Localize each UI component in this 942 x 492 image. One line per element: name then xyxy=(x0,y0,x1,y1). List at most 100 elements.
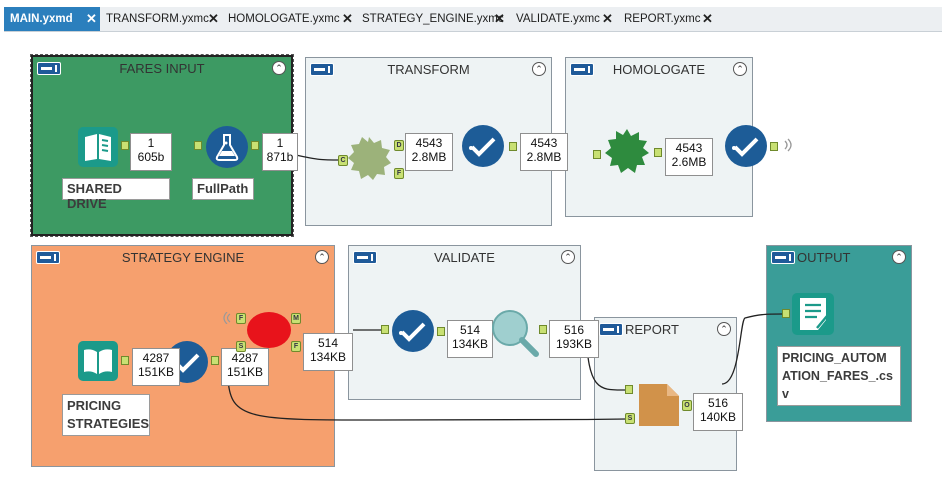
output-anchor-d[interactable]: D xyxy=(394,140,404,151)
label-line: PRICING_AUTOM xyxy=(782,351,887,365)
tab-main[interactable]: MAIN.yxmd ✕ xyxy=(4,7,100,31)
input-anchor[interactable]: C xyxy=(338,155,348,166)
tab-homologate[interactable]: HOMOLOGATE.yxmc ✕ xyxy=(222,7,356,31)
close-icon[interactable]: ✕ xyxy=(208,11,219,26)
collapse-icon[interactable]: ⌃ xyxy=(532,62,546,76)
record-count-box: 516 140KB xyxy=(693,393,743,431)
output-anchor-f[interactable]: F xyxy=(291,341,301,352)
input-data-book-icon[interactable] xyxy=(77,126,119,168)
output-anchor[interactable] xyxy=(509,142,517,151)
check-tool-icon[interactable] xyxy=(391,309,435,353)
tab-label: HOMOLOGATE.yxmc xyxy=(228,13,340,25)
close-icon[interactable]: ✕ xyxy=(602,11,613,26)
tab-label: STRATEGY_ENGINE.yxmc xyxy=(362,13,504,25)
container-header[interactable]: HOMOLOGATE ⌃ xyxy=(566,58,752,80)
collapse-icon[interactable]: ⌃ xyxy=(272,61,286,75)
record-size: 134KB xyxy=(451,337,489,351)
record-count: 4543 xyxy=(415,136,443,150)
record-count: 4543 xyxy=(675,141,703,155)
record-count-box: 516 193KB xyxy=(549,320,599,358)
check-tool-icon[interactable] xyxy=(724,124,768,168)
close-icon[interactable]: ✕ xyxy=(702,11,713,26)
input-anchor-s[interactable]: S xyxy=(625,413,635,424)
report-file-icon[interactable] xyxy=(637,382,681,428)
input-anchor[interactable] xyxy=(625,385,633,394)
tab-transform[interactable]: TRANSFORM.yxmc ✕ xyxy=(100,7,222,31)
output-data-file-icon[interactable] xyxy=(791,292,835,336)
input-anchor[interactable] xyxy=(593,150,601,159)
input-anchor[interactable] xyxy=(194,141,202,150)
container-header[interactable]: REPORT ⌃ xyxy=(595,318,736,340)
input-anchor-s[interactable]: S xyxy=(236,341,246,352)
record-size: 151KB xyxy=(226,365,264,379)
close-icon[interactable]: ✕ xyxy=(494,11,505,26)
record-size: 2.6MB xyxy=(671,155,707,169)
output-anchor[interactable] xyxy=(251,141,259,150)
container-toggle-icon[interactable] xyxy=(36,251,60,264)
directory-flask-icon[interactable] xyxy=(205,125,249,169)
container-header[interactable]: TRANSFORM ⌃ xyxy=(306,58,551,80)
close-icon[interactable]: ✕ xyxy=(342,11,353,26)
output-anchor[interactable] xyxy=(121,141,129,150)
tool-label-output-file: PRICING_AUTOM ATION_FARES_.cs v xyxy=(777,346,901,406)
input-anchor[interactable] xyxy=(381,325,389,334)
record-count: 516 xyxy=(707,396,729,410)
macro-red-blob-icon[interactable] xyxy=(245,306,293,354)
tab-validate[interactable]: VALIDATE.yxmc ✕ xyxy=(510,7,618,31)
record-size: 2.8MB xyxy=(526,150,562,164)
container-toggle-icon[interactable] xyxy=(310,63,334,76)
collapse-icon[interactable]: ⌃ xyxy=(717,322,731,336)
collapse-icon[interactable]: ⌃ xyxy=(892,250,906,264)
tool-label-pricing-strategies: PRICING STRATEGIES xyxy=(62,394,150,436)
container-title: STRATEGY ENGINE xyxy=(121,250,245,265)
input-data-book-icon[interactable] xyxy=(77,340,119,382)
output-anchor[interactable] xyxy=(770,142,778,151)
output-anchor-o[interactable]: O xyxy=(682,400,692,411)
container-toggle-icon[interactable] xyxy=(37,62,61,75)
output-anchor[interactable] xyxy=(539,325,547,334)
record-count-box: 4287 151KB xyxy=(132,348,180,386)
collapse-icon[interactable]: ⌃ xyxy=(733,62,747,76)
record-count: 4543 xyxy=(530,136,558,150)
output-anchor-f[interactable]: F xyxy=(394,168,404,179)
output-anchor[interactable] xyxy=(121,356,129,365)
connection-line xyxy=(721,313,783,385)
label-line: ATION_FARES_.cs xyxy=(782,369,893,383)
macro-cloud-icon[interactable] xyxy=(346,135,392,181)
record-size: 151KB xyxy=(137,365,175,379)
container-title: TRANSFORM xyxy=(387,62,470,77)
output-anchor[interactable] xyxy=(437,327,445,336)
container-header[interactable]: STRATEGY ENGINE ⌃ xyxy=(32,246,334,268)
output-anchor[interactable] xyxy=(654,148,662,157)
collapse-icon[interactable]: ⌃ xyxy=(315,250,329,264)
record-count-box: 4543 2.6MB xyxy=(665,138,713,176)
browse-magnifier-icon[interactable] xyxy=(490,308,540,358)
tab-report[interactable]: REPORT.yxmc ✕ xyxy=(618,7,718,31)
container-header[interactable]: FARES INPUT ⌃ xyxy=(33,57,291,79)
output-anchor[interactable] xyxy=(211,356,219,365)
label-line: PRICING xyxy=(67,398,122,413)
container-header[interactable]: VALIDATE ⌃ xyxy=(349,246,580,268)
input-anchor[interactable] xyxy=(782,309,790,318)
record-count-box: 514 134KB xyxy=(303,333,353,371)
container-homologate[interactable]: HOMOLOGATE ⌃ xyxy=(565,57,753,217)
container-toggle-icon[interactable] xyxy=(599,323,623,336)
tab-bar: MAIN.yxmd ✕ TRANSFORM.yxmc ✕ HOMOLOGATE.… xyxy=(0,0,942,36)
record-count-box: 514 134KB xyxy=(447,320,493,358)
collapse-icon[interactable]: ⌃ xyxy=(561,250,575,264)
output-anchor-m[interactable]: M xyxy=(291,313,301,324)
macro-starburst-icon[interactable] xyxy=(604,128,650,174)
input-anchor-f[interactable]: F xyxy=(236,313,246,324)
close-icon[interactable]: ✕ xyxy=(86,11,97,26)
record-count: 1 xyxy=(276,136,284,150)
container-toggle-icon[interactable] xyxy=(771,251,795,264)
connection-line xyxy=(295,154,341,161)
container-toggle-icon[interactable] xyxy=(353,251,377,264)
container-title: HOMOLOGATE xyxy=(612,62,706,77)
record-size: 134KB xyxy=(309,350,347,364)
tab-strategy-engine[interactable]: STRATEGY_ENGINE.yxmc ✕ xyxy=(356,7,510,31)
broadcast-icon xyxy=(784,138,792,152)
container-toggle-icon[interactable] xyxy=(570,63,594,76)
container-header[interactable]: OUTPUT ⌃ xyxy=(767,246,911,268)
check-tool-icon[interactable] xyxy=(461,124,505,168)
